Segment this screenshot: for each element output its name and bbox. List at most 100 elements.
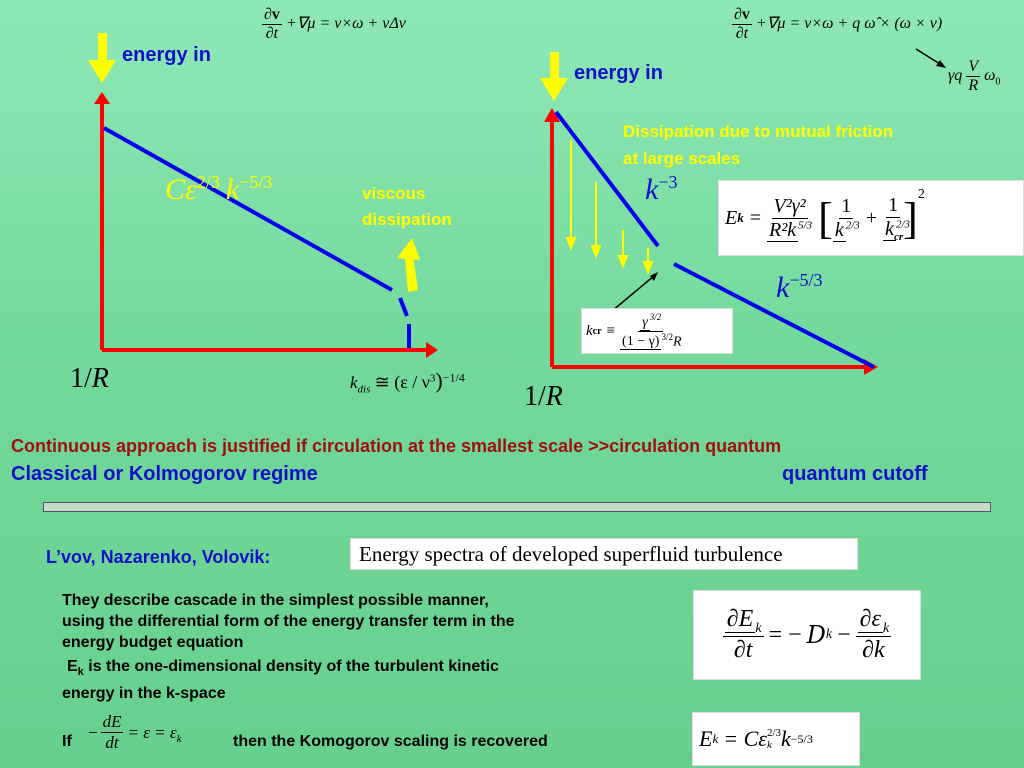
budget-d-sub: k (825, 627, 833, 642)
k3-k: k (645, 173, 659, 206)
right-axes (544, 108, 878, 375)
paper-title-box: Energy spectra of developed superfluid t… (350, 538, 858, 570)
ek-b2-den: k (883, 217, 896, 241)
eq-dt-right: ∂t (735, 25, 749, 42)
ek-desc-line2: energy in the k-space (62, 685, 226, 703)
kdis-formula: kdis ≅ (ε / ν3)−1/4 (350, 368, 465, 395)
desc-line3: energy budget equation (62, 634, 244, 651)
kcr-num-exp: 3/2 (649, 311, 662, 322)
energy-in-arrow-left (88, 33, 116, 83)
budget-minus: − (837, 621, 851, 648)
navier-stokes-equation-right: ∂v ∂t +∇μ = v×ω + q ω̂ × (ω × v) (732, 6, 942, 43)
k53-k: k (776, 271, 790, 304)
left-spectrum-diagram (88, 33, 438, 358)
viscous-line1: viscous (362, 184, 426, 203)
gq-num: V (966, 58, 981, 77)
kolm-lhs: E (699, 726, 713, 751)
viscous-dissipation-label: viscous dissipation (362, 181, 452, 233)
energy-in-label-left: energy in (122, 44, 211, 66)
k-minus-5-3-label: k−5/3 (776, 270, 822, 305)
desc-line2: using the differential form of the energ… (62, 613, 515, 630)
if-den: dt (105, 733, 119, 752)
kdis-cube: 3 (429, 372, 436, 385)
kolm-k-exp: −5/3 (790, 731, 813, 746)
eq-dv: ∂v (262, 6, 282, 25)
ek-den: R²k (767, 218, 799, 242)
ek-b2-num: 1 (886, 193, 901, 218)
ek-b2-den-sub: cr (894, 230, 904, 243)
mutual-line2: at large scales (623, 149, 741, 168)
budget-r-den: ∂k (862, 637, 885, 664)
ek-lhs-sub: k (737, 210, 744, 225)
desc-line1: They describe cascade in the simplest po… (62, 592, 489, 609)
eq-rhs: +∇μ = v×ω + νΔv (285, 15, 406, 33)
ek-b2-den-exp: 2/3 (895, 217, 910, 230)
kcr-den-exp: 3/2 (661, 331, 673, 342)
circulation-statement: Continuous approach is justified if circ… (11, 436, 782, 456)
quantum-cutoff-label: quantum cutoff (782, 463, 928, 485)
energy-in-label-right: energy in (574, 62, 663, 84)
mutual-friction-arrows (565, 140, 654, 275)
eq-rhs-right: +∇μ = v×ω + q ω̂ × (ω × v) (755, 15, 943, 33)
gq-pointer-arrow (915, 48, 946, 68)
kolm-eps-sup: 2/3 (766, 727, 781, 739)
k-minus-3-label: k−3 (645, 172, 677, 207)
ek-lhs: E (725, 206, 738, 229)
energy-in-arrow-right (540, 52, 568, 101)
if-label: If (62, 733, 72, 750)
k3-exp: −3 (658, 172, 678, 192)
if-rhs: = ε = ε (127, 722, 177, 742)
kdis-sub: dis (357, 383, 371, 396)
kolm-eps-sub: k (766, 739, 772, 751)
if-num: dE (100, 712, 124, 733)
budget-lhs-den: ∂t (733, 637, 753, 664)
right-spectrum-line (554, 110, 875, 369)
kcr-lhs-sub: cr (592, 325, 602, 337)
navier-stokes-equation-left: ∂v ∂t +∇μ = v×ω + νΔv (262, 6, 406, 43)
gq-post: ω (984, 67, 996, 85)
dissipation-arrow (397, 238, 420, 292)
gq-pre: γq (948, 67, 963, 85)
xlabel-one-right: 1/ (524, 381, 546, 412)
gq-den: R (968, 77, 979, 94)
kcr-den: (1 − γ) (620, 334, 662, 351)
ek-b1-den: k (832, 218, 846, 242)
budget-r-num-sub: k (882, 620, 890, 636)
ek-power: 2 (917, 187, 925, 202)
ek-desc-sub: k (77, 666, 84, 679)
law-exp1: 2/3 (196, 172, 220, 192)
ek-num: V²γ² (771, 194, 808, 219)
ek-plus: + (865, 206, 878, 229)
ek-b1-den-exp: 2/3 (845, 218, 860, 231)
eq-dt: ∂t (265, 25, 279, 42)
kolm-k: k (781, 726, 791, 751)
kcr-num: γ (640, 314, 650, 331)
budget-lhs-num-sub: k (755, 620, 762, 636)
kolm-lhs-sub: k (712, 731, 719, 746)
law-k: k (225, 173, 240, 206)
law-exp2: −5/3 (239, 172, 273, 192)
classical-regime-label: Classical or Kolmogorov regime (11, 463, 318, 485)
kolmogorov-recovered-text: then the Komogorov scaling is recovered (233, 733, 548, 750)
cascade-description: They describe cascade in the simplest po… (62, 590, 515, 704)
one-over-r-left: 1/R (70, 363, 109, 395)
xlabel-one: 1/ (70, 363, 92, 394)
budget-lhs-num: ∂E (724, 605, 756, 633)
gq-sub: 0 (995, 76, 1001, 88)
gq-term: γq V R ω0 (948, 58, 1000, 95)
left-axes (94, 92, 438, 358)
kcr-lhs: k (586, 322, 593, 339)
kdis-k: k (350, 373, 358, 392)
eq-dv-right: ∂v (732, 6, 752, 25)
law-c: Cε (165, 173, 197, 206)
budget-eq: = − (768, 621, 802, 648)
divider-bar (43, 502, 991, 512)
left-spectrum-line (103, 126, 411, 348)
budget-d: D (806, 621, 826, 649)
if-minus: − (88, 722, 98, 742)
ek-desc-rest: is the one-dimensional density of the tu… (83, 658, 499, 675)
viscous-line2: dissipation (362, 210, 452, 229)
